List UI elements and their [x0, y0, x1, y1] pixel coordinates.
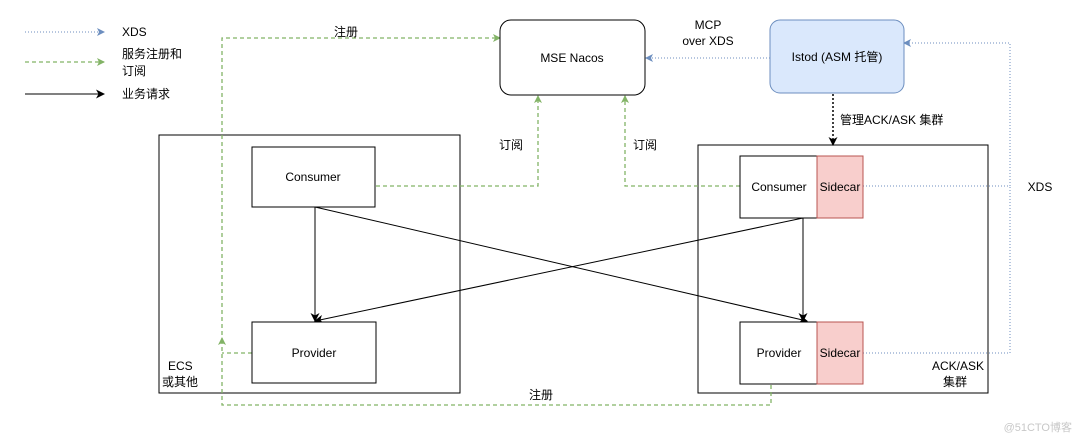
subscribe-left-label: 订阅 [499, 138, 523, 152]
ack-group-box [697, 144, 989, 394]
left-consumer-node: Consumer [251, 146, 376, 208]
manage-cluster-label: 管理ACK/ASK 集群 [840, 112, 943, 127]
register-top-edge [221, 34, 501, 342]
legend-register-label-2: 订阅 [122, 64, 146, 78]
req-left-consumer-to-right-provider [314, 206, 808, 324]
mse-nacos-label: MSE Nacos [540, 51, 603, 65]
xds-bottom-edge [863, 186, 1011, 354]
right-consumer-label: Consumer [751, 180, 806, 194]
ecs-group-label-1: ECS [168, 359, 193, 373]
subscribe-right-edge [621, 95, 740, 187]
sidecar-bottom-node: Sidecar [816, 321, 864, 385]
istod-label: Istod (ASM 托管) [792, 49, 883, 64]
mcp-label-2: over XDS [682, 34, 733, 48]
legend-xds-label: XDS [122, 25, 147, 39]
mse-nacos-node: MSE Nacos [499, 19, 646, 96]
left-provider-label: Provider [292, 346, 337, 360]
ack-group-label-1: ACK/ASK [932, 359, 984, 373]
right-provider-label: Provider [757, 346, 802, 360]
left-consumer-label: Consumer [285, 170, 340, 184]
mcp-label-1: MCP [695, 18, 722, 32]
ecs-group-label-2: 或其他 [162, 375, 198, 389]
legend-request-label: 业务请求 [122, 86, 170, 101]
register-bottom-edge [218, 337, 772, 406]
ecs-group-box [158, 134, 461, 394]
sidecar-top-label: Sidecar [820, 180, 861, 194]
right-consumer-node: Consumer [739, 155, 818, 219]
xds-right-label: XDS [1028, 180, 1053, 194]
ack-group-label-2: 集群 [943, 374, 967, 389]
register-top-label: 注册 [334, 24, 358, 39]
xds-right-edge [863, 39, 1011, 187]
subscribe-left-edge [376, 95, 542, 187]
watermark: @51CTO博客 [1004, 420, 1072, 434]
sidecar-top-node: Sidecar [816, 155, 864, 219]
register-bottom-label: 注册 [529, 387, 553, 402]
right-provider-node: Provider [739, 321, 818, 385]
istod-node: Istod (ASM 托管) [769, 19, 905, 94]
req-right-consumer-to-left-provider [314, 217, 804, 324]
subscribe-right-label: 订阅 [633, 138, 657, 152]
sidecar-bottom-label: Sidecar [820, 346, 861, 360]
left-provider-node: Provider [251, 321, 377, 384]
legend: XDS 服务注册和 订阅 业务请求 [25, 25, 182, 101]
legend-register-label-1: 服务注册和 [122, 46, 182, 61]
